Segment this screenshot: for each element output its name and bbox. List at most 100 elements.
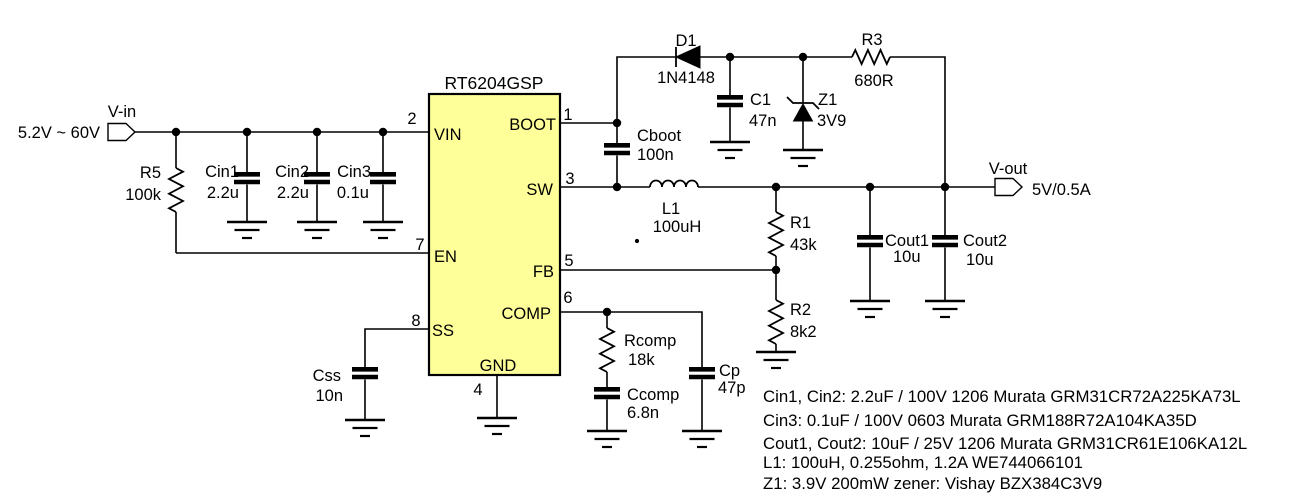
- label-cout1-name: Cout1: [885, 232, 929, 250]
- resistor-icon-r3: [851, 47, 891, 67]
- label-l1-value: 100uH: [653, 218, 702, 236]
- ic-pin-num-1: 1: [563, 106, 572, 124]
- ic-pin-label-ss: SS: [432, 322, 454, 340]
- port-vin: V-in 5.2V ~ 60V: [18, 103, 136, 142]
- resistor-icon-r2: [768, 299, 784, 345]
- ground-icon: [585, 429, 629, 449]
- bom-notes: Cin1, Cin2: 2.2uF / 100V 1206 Murata GRM…: [763, 387, 1247, 493]
- ground-icon: [708, 140, 752, 160]
- label-rcomp-name: Rcomp: [624, 332, 676, 350]
- ground-icon: [225, 220, 269, 240]
- ground-icon: [754, 350, 798, 370]
- junction-dot: [771, 265, 781, 275]
- junction-dot: [771, 182, 781, 192]
- ic-pin-num-6: 6: [563, 289, 572, 307]
- label-cp-value: 47p: [718, 379, 746, 397]
- label-r5-name: R5: [140, 164, 161, 182]
- label-cin2-name: Cin2: [275, 163, 309, 181]
- ground-icon: [848, 299, 892, 319]
- ic-pin-label-fb: FB: [533, 263, 554, 281]
- label-css-value: 10n: [315, 387, 343, 405]
- label-cin3-name: Cin3: [337, 163, 371, 181]
- capacitor-icon-cp: [689, 369, 715, 377]
- label-cboot-value: 100n: [637, 146, 674, 164]
- ic-pin-label-comp: COMP: [502, 305, 552, 323]
- bom-line: Cin3: 0.1uF / 100V 0603 Murata GRM188R72…: [763, 411, 1197, 430]
- label-css-name: Css: [313, 367, 341, 385]
- bom-line: L1: 100uH, 0.255ohm, 1.2A WE744066101: [763, 453, 1083, 472]
- stray-dot: [634, 238, 640, 244]
- label-r1-name: R1: [790, 214, 811, 232]
- input-port-icon: [107, 122, 137, 142]
- junction-dot: [171, 127, 181, 137]
- label-r1-value: 43k: [790, 236, 817, 254]
- ic-pin-num-7: 7: [415, 236, 424, 254]
- component-symbols: [168, 45, 967, 449]
- label-d1-value: 1N4148: [657, 69, 715, 87]
- junction-dot: [602, 307, 612, 317]
- label-z1-name: Z1: [818, 91, 837, 109]
- wire-top-rail: [700, 56, 946, 187]
- ic-pin-label-en: EN: [434, 248, 457, 266]
- junction-dot: [865, 182, 875, 192]
- capacitor-icon-c1: [717, 97, 743, 105]
- label-d1-name: D1: [675, 32, 696, 50]
- label-r3-value: 680R: [854, 72, 894, 90]
- junction-dot: [798, 52, 808, 62]
- ic-pin-label-sw: SW: [526, 181, 553, 199]
- label-r3-name: R3: [861, 31, 882, 49]
- label-ccomp-name: Ccomp: [627, 386, 679, 404]
- resistor-icon-r5: [168, 167, 184, 213]
- label-cout2-value: 10u: [966, 251, 994, 269]
- junction-dots: [171, 52, 950, 317]
- ground-icon: [361, 220, 405, 240]
- label-r5-value: 100k: [125, 186, 162, 204]
- component-labels: R5 100k Cin1 2.2u Cin2 2.2u Cin3 0.1u Cs…: [125, 31, 1007, 422]
- ic-pin-label-vin: VIN: [434, 126, 462, 144]
- input-port-label: V-in: [108, 103, 136, 121]
- input-voltage-range: 5.2V ~ 60V: [18, 124, 100, 142]
- ic-body: [427, 92, 562, 377]
- label-z1-value: 3V9: [817, 112, 846, 130]
- junction-dot: [378, 127, 388, 137]
- bom-line: Cin1, Cin2: 2.2uF / 100V 1206 Murata GRM…: [763, 387, 1241, 406]
- output-port-icon: [994, 177, 1024, 197]
- capacitor-icon-cboot: [604, 145, 630, 153]
- ic-pin-num-3: 3: [565, 170, 574, 188]
- label-cboot-name: Cboot: [637, 127, 681, 145]
- ic-pin-num-8: 8: [411, 312, 420, 330]
- junction-dot: [940, 182, 950, 192]
- label-cp-name: Cp: [719, 362, 740, 380]
- resistor-icon-r1: [768, 211, 784, 257]
- capacitor-icon-cout2: [932, 237, 958, 245]
- ic-rt6204: RT6204GSP VIN EN SS BOOT SW FB COMP GND …: [407, 73, 574, 399]
- ic-pin-num-4: 4: [473, 381, 482, 399]
- inductor-icon-l1: [649, 179, 699, 188]
- ic-part-number: RT6204GSP: [445, 73, 544, 93]
- port-vout: V-out 5V/0.5A: [989, 160, 1091, 199]
- wire-boot: [560, 56, 676, 124]
- bom-line: Cout1, Cout2: 10uF / 25V 1206 Murata GRM…: [763, 434, 1247, 453]
- label-rcomp-value: 18k: [628, 351, 655, 369]
- junction-dot: [242, 127, 252, 137]
- label-c1-value: 47n: [749, 112, 777, 130]
- label-cin3-value: 0.1u: [337, 184, 369, 202]
- capacitor-icon-cin3: [370, 174, 396, 182]
- ground-icon: [343, 418, 387, 438]
- ic-pin-num-5: 5: [564, 252, 573, 270]
- junction-dot: [612, 182, 622, 192]
- output-rating: 5V/0.5A: [1032, 181, 1091, 199]
- ground-icon: [923, 299, 967, 319]
- label-ccomp-value: 6.8n: [627, 404, 659, 422]
- label-cout1-value: 10u: [893, 248, 921, 266]
- junction-dot: [612, 118, 622, 128]
- ic-pin-label-gnd: GND: [480, 357, 517, 375]
- label-l1-name: L1: [662, 200, 680, 218]
- label-cin1-value: 2.2u: [207, 184, 239, 202]
- diode-icon-d1: [674, 45, 701, 69]
- label-r2-value: 8k2: [790, 323, 817, 341]
- junction-dot: [725, 52, 735, 62]
- junction-dot: [312, 127, 322, 137]
- wire-ss: [364, 328, 429, 420]
